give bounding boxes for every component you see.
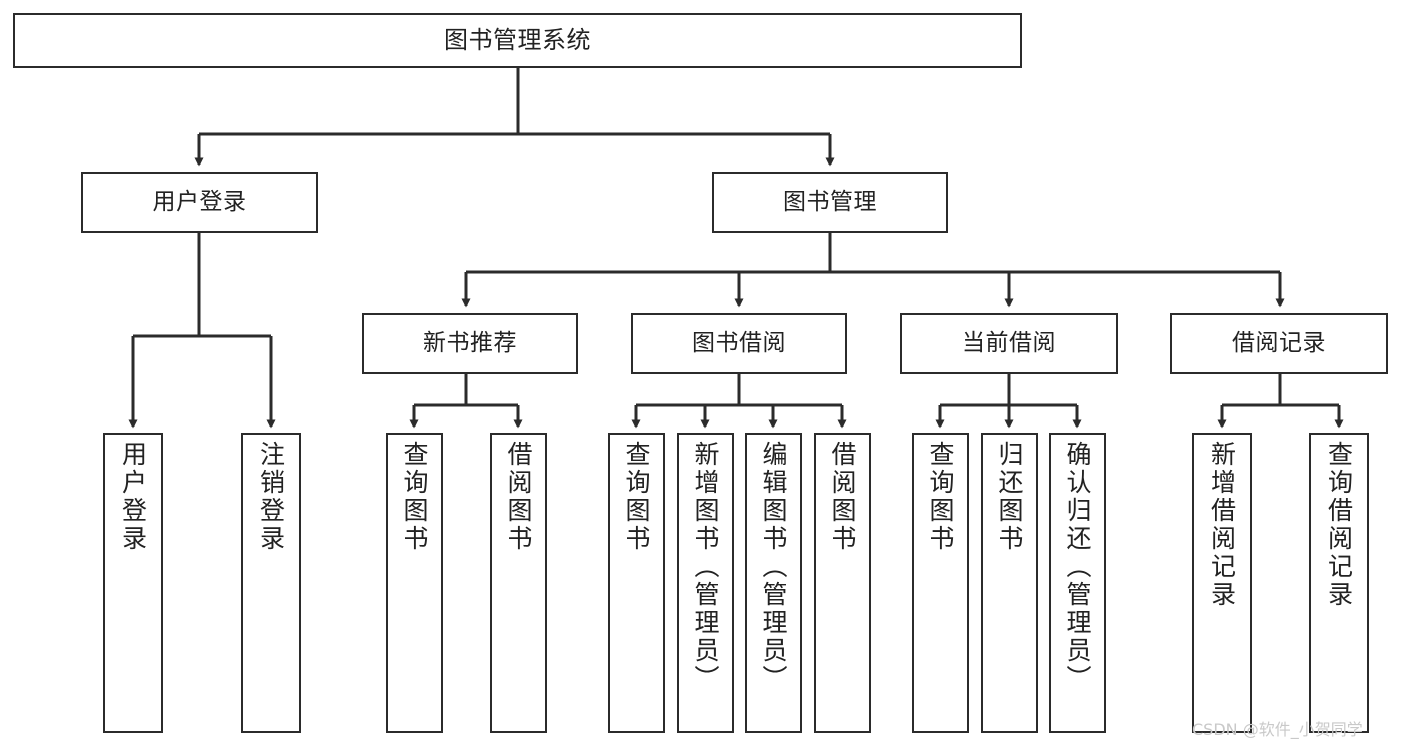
node-new-book-recommend[interactable]: 新书推荐 (362, 313, 578, 374)
node-leaf-query-book-3-label: 查询图书 (926, 441, 955, 553)
node-leaf-borrow-book-2[interactable]: 借阅图书 (814, 433, 871, 733)
node-leaf-return-book[interactable]: 归还图书 (981, 433, 1038, 733)
node-leaf-add-book[interactable]: 新增图书（管理员） (677, 433, 734, 733)
node-current-borrow[interactable]: 当前借阅 (900, 313, 1118, 374)
node-leaf-query-book-1-label: 查询图书 (400, 441, 429, 553)
node-leaf-borrow-book-1-label: 借阅图书 (504, 441, 533, 553)
node-leaf-confirm-return-label: 确认归还（管理员） (1063, 441, 1092, 693)
node-leaf-borrow-book-1[interactable]: 借阅图书 (490, 433, 547, 733)
csdn-watermark: CSDN @软件_小贺同学 (1192, 720, 1363, 739)
node-leaf-query-book-2[interactable]: 查询图书 (608, 433, 665, 733)
node-root-label: 图书管理系统 (444, 26, 591, 55)
node-leaf-edit-book-label: 编辑图书（管理员） (759, 441, 788, 693)
node-new-book-recommend-label: 新书推荐 (423, 329, 517, 356)
node-leaf-add-record-label: 新增借阅记录 (1207, 441, 1237, 609)
node-leaf-return-book-label: 归还图书 (995, 441, 1024, 553)
node-book-manage-label: 图书管理 (783, 188, 877, 215)
node-root[interactable]: 图书管理系统 (13, 13, 1022, 68)
node-book-borrow-label: 图书借阅 (692, 329, 786, 356)
node-leaf-query-record-label: 查询借阅记录 (1324, 441, 1354, 609)
node-leaf-user-login-label: 用户登录 (118, 441, 148, 553)
node-borrow-record[interactable]: 借阅记录 (1170, 313, 1388, 374)
node-book-manage[interactable]: 图书管理 (712, 172, 948, 233)
node-leaf-borrow-book-2-label: 借阅图书 (828, 441, 857, 553)
node-leaf-query-record[interactable]: 查询借阅记录 (1309, 433, 1369, 733)
node-leaf-confirm-return[interactable]: 确认归还（管理员） (1049, 433, 1106, 733)
node-leaf-add-record[interactable]: 新增借阅记录 (1192, 433, 1252, 733)
node-leaf-edit-book[interactable]: 编辑图书（管理员） (745, 433, 802, 733)
node-book-borrow[interactable]: 图书借阅 (631, 313, 847, 374)
node-borrow-record-label: 借阅记录 (1232, 329, 1326, 356)
node-leaf-add-book-label: 新增图书（管理员） (691, 441, 720, 693)
node-leaf-query-book-1[interactable]: 查询图书 (386, 433, 443, 733)
node-leaf-logout-login[interactable]: 注销登录 (241, 433, 301, 733)
node-leaf-query-book-3[interactable]: 查询图书 (912, 433, 969, 733)
node-user-login-label: 用户登录 (152, 188, 247, 215)
node-leaf-logout-login-label: 注销登录 (256, 441, 286, 553)
node-current-borrow-label: 当前借阅 (962, 329, 1056, 356)
node-leaf-query-book-2-label: 查询图书 (622, 441, 651, 553)
node-user-login[interactable]: 用户登录 (81, 172, 318, 233)
node-leaf-user-login[interactable]: 用户登录 (103, 433, 163, 733)
